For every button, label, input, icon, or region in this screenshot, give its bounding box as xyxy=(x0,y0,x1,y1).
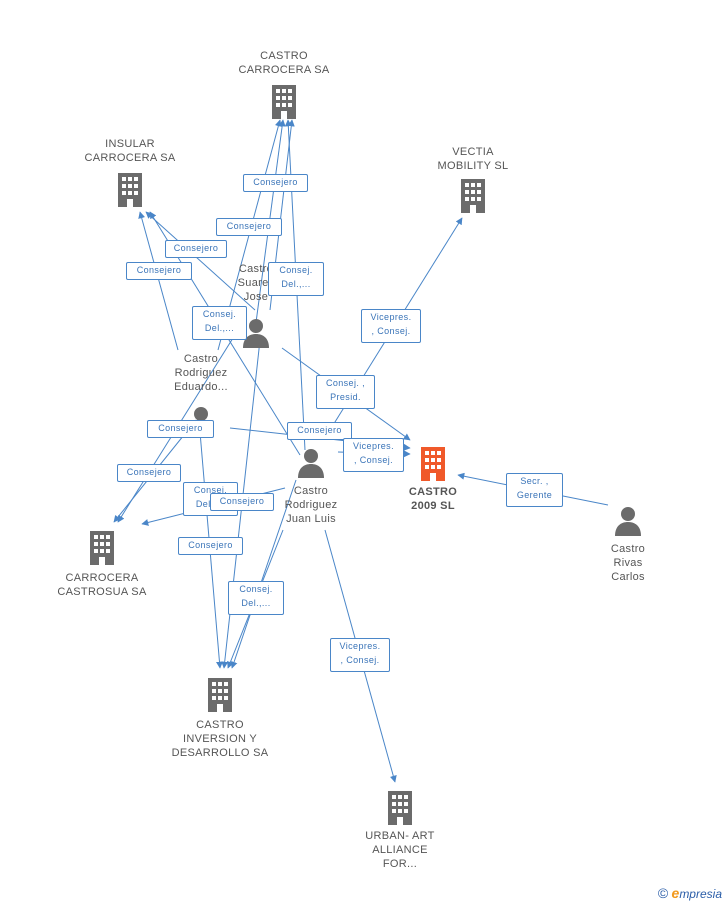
building-icon xyxy=(421,447,445,481)
building-icon xyxy=(272,85,296,119)
node-label: URBAN- ART ALLIANCE FOR... xyxy=(365,830,435,870)
company-node-castro-inversion[interactable]: CASTRO INVERSION Y DESARROLLO SA xyxy=(160,678,280,760)
company-node-castro-carrocera[interactable]: CASTRO CARROCERA SA xyxy=(224,49,344,119)
brand-watermark: © empresia xyxy=(658,885,722,901)
brand-logo-mark: e xyxy=(671,885,680,901)
edge-label[interactable]: Consej. , Presid. xyxy=(316,375,375,409)
node-label: Castro Rodriguez Juan Luis xyxy=(284,485,338,525)
building-icon xyxy=(461,179,485,213)
focus-company-node-castro-2009[interactable]: CASTRO 2009 SL xyxy=(398,447,468,513)
company-node-vectia[interactable]: VECTIA MOBILITY SL xyxy=(413,145,533,213)
edge-label[interactable]: Consejero xyxy=(126,262,192,280)
edge-label[interactable]: Consejero xyxy=(243,174,308,192)
node-label: CARROCERA CASTROSUA SA xyxy=(57,572,147,598)
edge-label[interactable]: Consej. Del.,... xyxy=(228,581,284,615)
edge-label[interactable]: Consejero xyxy=(178,537,243,555)
edge-line xyxy=(138,211,179,351)
node-label: VECTIA MOBILITY SL xyxy=(437,146,509,172)
building-icon xyxy=(208,678,232,712)
person-node-castro-juan-luis[interactable]: Castro Rodriguez Juan Luis xyxy=(266,448,356,526)
edge-label[interactable]: Secr. , Gerente xyxy=(506,473,563,507)
edge-label[interactable]: Vicepres. , Consej. xyxy=(361,309,421,343)
edge-label[interactable]: Vicepres. , Consej. xyxy=(343,438,404,472)
person-icon xyxy=(243,319,269,348)
node-label: INSULAR CARROCERA SA xyxy=(84,138,176,164)
edge-label[interactable]: Consej. Del.,... xyxy=(268,262,324,296)
node-label: Castro Suarez Jose xyxy=(237,263,275,303)
building-icon xyxy=(118,173,142,207)
node-label: Castro Rivas Carlos xyxy=(610,543,646,583)
company-node-carrocera-castrosua[interactable]: CARROCERA CASTROSUA SA xyxy=(42,531,162,599)
edge-line xyxy=(145,211,256,311)
building-icon xyxy=(90,531,114,565)
edge-label[interactable]: Consejero xyxy=(117,464,181,482)
person-node-castro-suarez[interactable]: Castro Suarez Jose xyxy=(226,262,286,348)
person-icon xyxy=(298,449,324,478)
edge-label[interactable]: Consejero xyxy=(165,240,227,258)
building-icon xyxy=(388,791,412,825)
edge-label[interactable]: Consejero xyxy=(147,420,214,438)
company-node-urban-art[interactable]: URBAN- ART ALLIANCE FOR... xyxy=(340,791,460,871)
edge-label[interactable]: Vicepres. , Consej. xyxy=(330,638,390,672)
person-node-castro-rivas[interactable]: Castro Rivas Carlos xyxy=(598,506,658,584)
node-label: CASTRO INVERSION Y DESARROLLO SA xyxy=(171,719,269,759)
edge-label[interactable]: Consej. Del.,... xyxy=(192,306,247,340)
company-node-insular-carrocera[interactable]: INSULAR CARROCERA SA xyxy=(70,137,190,207)
person-icon xyxy=(615,507,641,536)
edge-label[interactable]: Consejero xyxy=(210,493,274,511)
node-label: CASTRO CARROCERA SA xyxy=(238,50,330,76)
edge-label[interactable]: Consejero xyxy=(216,218,282,236)
brand-name: mpresia xyxy=(679,887,722,901)
edge-label[interactable]: Consejero xyxy=(287,422,352,440)
node-label: CASTRO 2009 SL xyxy=(408,486,458,512)
edge-line xyxy=(230,479,297,669)
node-label: Castro Rodriguez Eduardo... xyxy=(174,353,228,393)
copyright-symbol: © xyxy=(657,885,669,901)
